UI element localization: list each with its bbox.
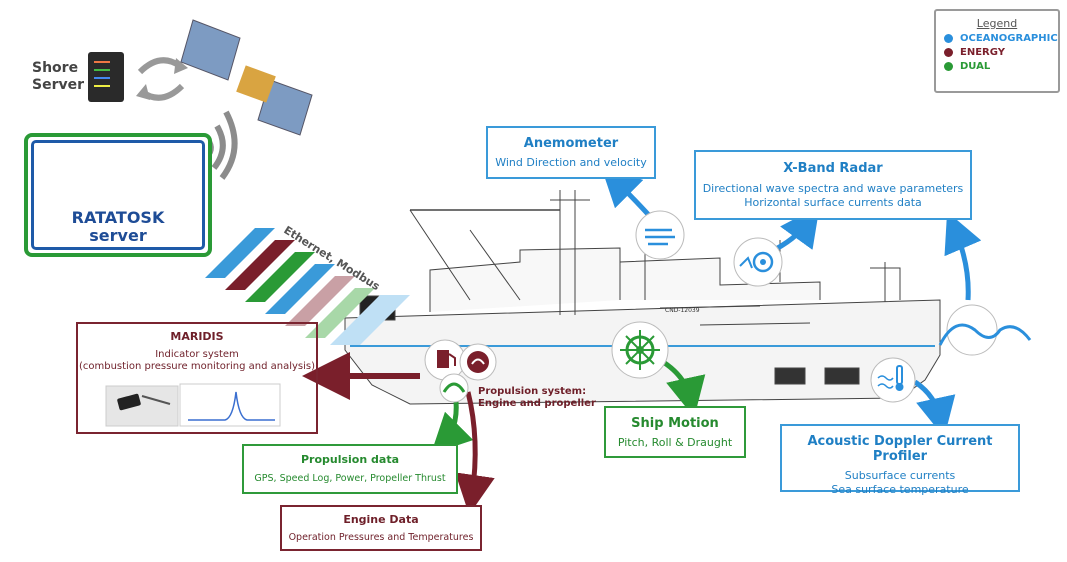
propulsion-data-box: Propulsion data GPS, Speed Log, Power, P… <box>242 444 458 494</box>
xband-line2: Horizontal surface currents data <box>744 196 922 209</box>
propulsion-system-line2: Engine and propeller <box>478 398 596 409</box>
maridis-line1: Indicator system <box>155 349 239 360</box>
legend-dot-oceanographic <box>944 34 953 43</box>
propulsion-title: Propulsion data <box>300 453 400 466</box>
engine-title: Engine Data <box>343 513 419 526</box>
legend-label-dual: DUAL <box>960 61 991 72</box>
satellite-icon <box>180 19 313 136</box>
anemometer-desc: Wind Direction and velocity <box>495 156 647 169</box>
maridis-title: MARIDIS <box>170 330 224 343</box>
wind-icon <box>635 210 685 260</box>
ship-motion-box: Ship Motion Pitch, Roll & Draught <box>604 406 746 458</box>
maridis-line2: (combustion pressure monitoring and anal… <box>78 361 315 372</box>
xband-title: X-Band Radar <box>783 161 883 176</box>
adcp-box: Acoustic Doppler Current Profiler Subsur… <box>780 424 1020 496</box>
ship-motion-desc: Pitch, Roll & Draught <box>617 436 733 449</box>
ratatosk-line1: RATATOSK <box>71 208 165 227</box>
helm-icon <box>611 321 669 379</box>
legend-item-dual: DUAL <box>944 61 1058 72</box>
ratatosk-title: RATATOSK server <box>34 209 202 245</box>
legend-dot-dual <box>944 62 953 71</box>
ratatosk-server-box: RATATOSK server <box>24 133 212 257</box>
anemometer-box: Anemometer Wind Direction and velocity <box>486 126 656 179</box>
shore-label-1: Shore <box>32 60 78 76</box>
fuel-icon <box>424 339 466 381</box>
adcp-line2: Sea surface temperature <box>831 483 969 496</box>
legend-dot-energy <box>944 48 953 57</box>
legend-label-oceanographic: OCEANOGRAPHIC <box>960 33 1058 44</box>
legend: Legend OCEANOGRAPHIC ENERGY DUAL <box>934 9 1060 93</box>
propulsion-system-line1: Propulsion system: <box>478 386 587 397</box>
legend-title: Legend <box>976 17 1018 30</box>
ratatosk-line2: server <box>89 226 147 245</box>
legend-label-energy: ENERGY <box>960 47 1005 58</box>
adcp-title: Acoustic Doppler Current Profiler <box>807 434 993 464</box>
propulsion-system-label: Propulsion system: Engine and propeller <box>478 386 596 410</box>
pressure-icon <box>459 343 497 381</box>
adcp-line1: Subsurface currents <box>844 469 956 482</box>
legend-item-oceanographic: OCEANOGRAPHIC <box>944 33 1058 44</box>
engine-data-box: Engine Data Operation Pressures and Temp… <box>280 505 482 551</box>
wave-icon <box>938 304 1032 356</box>
hull-id-text: CND-12039 <box>665 307 700 314</box>
engine-desc: Operation Pressures and Temperatures <box>288 532 474 543</box>
maridis-box: MARIDIS Indicator system (combustion pre… <box>76 322 318 434</box>
network-chevrons <box>205 228 410 345</box>
anemometer-title: Anemometer <box>523 136 619 151</box>
radar-icon <box>733 237 783 287</box>
shore-label-2: Server <box>32 77 84 93</box>
propulsion-desc: GPS, Speed Log, Power, Propeller Thrust <box>254 473 446 484</box>
maridis-inset <box>105 383 281 427</box>
thermometer-icon <box>870 357 916 403</box>
xband-radar-box: X-Band Radar Directional wave spectra an… <box>694 150 972 220</box>
gauge-icon <box>439 373 469 403</box>
ship-motion-title: Ship Motion <box>631 416 719 431</box>
legend-item-energy: ENERGY <box>944 47 1058 58</box>
xband-line1: Directional wave spectra and wave parame… <box>702 182 964 195</box>
server-icon <box>88 52 124 102</box>
